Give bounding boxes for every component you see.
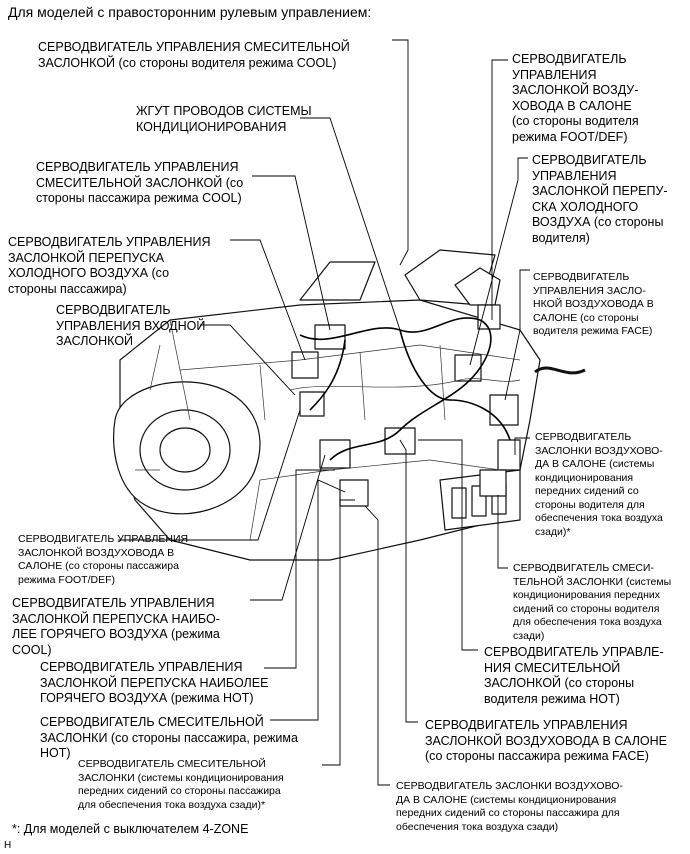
servo-6 (384, 427, 416, 455)
label-hot-bypass-cool: СЕРВОДВИГАТЕЛЬ УПРАВЛЕНИЯ ЗАСЛОНКОЙ ПЕРЕ… (12, 596, 220, 657)
page-header: Для моделей с правосторонним рулевым упр… (8, 4, 372, 20)
leader-cold-bypass-driver (469, 157, 528, 366)
label-mix-front-pass: СЕРВОДВИГАТЕЛЬ СМЕСИТЕЛЬНОЙ ЗАСЛОНКИ (си… (78, 758, 284, 811)
leader-duct-driver-footdef (491, 59, 508, 320)
figure-code: H (4, 840, 12, 851)
label-duct-driver-face: СЕРВОДВИГАТЕЛЬ УПРАВЛЕНИЯ ЗАСЛО- НКОЙ ВО… (533, 271, 654, 337)
footnote: *: Для моделей с выключателем 4-ZONE (12, 822, 249, 836)
leader-duct-front-driver (514, 437, 530, 455)
label-duct-driver-footdef: СЕРВОДВИГАТЕЛЬ УПРАВЛЕНИЯ ЗАСЛОНКОЙ ВОЗД… (512, 52, 639, 144)
leader-mix-front-driver (497, 495, 508, 569)
label-cold-bypass-pass: СЕРВОДВИГАТЕЛЬ УПРАВЛЕНИЯ ЗАСЛОНКОЙ ПЕРЕ… (8, 235, 211, 296)
label-cold-bypass-driver: СЕРВОДВИГАТЕЛЬ УПРАВЛЕНИЯ ЗАСЛОНКОЙ ПЕРЕ… (532, 153, 668, 245)
wiring-harness (299, 317, 511, 461)
leader-mix-front-pass (322, 499, 355, 766)
leader-duct-front-pass (364, 505, 390, 786)
servo-2 (291, 351, 319, 379)
label-duct-front-driver: СЕРВОДВИГАТЕЛЬ ЗАСЛОНКИ ВОЗДУХОВО- ДА В … (535, 431, 663, 538)
label-duct-front-pass: СЕРВОДВИГАТЕЛЬ ЗАСЛОНКИ ВОЗДУХОВО- ДА В … (396, 780, 623, 833)
leader-cold-bypass-pass (230, 239, 306, 361)
leader-mix-driver-hot (418, 439, 478, 651)
label-mix-driver-cool: СЕРВОДВИГАТЕЛЬ УПРАВЛЕНИЯ СМЕСИТЕЛЬНОЙ З… (38, 40, 350, 70)
servo-11 (479, 469, 507, 497)
leader-mix-pass-cool (252, 175, 331, 331)
servo-4 (319, 439, 351, 469)
top-duct-right (454, 267, 501, 306)
leader-mix-pass (270, 479, 346, 721)
servo-7 (454, 354, 482, 382)
servo-3 (299, 391, 325, 417)
label-duct-driver-face2: СЕРВОДВИГАТЕЛЬ УПРАВЛЕНИЯ ЗАСЛОНКОЙ ВОЗД… (425, 718, 667, 763)
leader-duct-pass-footdef (118, 409, 301, 541)
leader-hot-bypass-cool (250, 454, 326, 601)
refrigerant-pipe (534, 366, 586, 375)
leader-harness (300, 117, 401, 331)
leader-mix-driver-cool (392, 39, 409, 266)
label-inlet: СЕРВОДВИГАТЕЛЬ УПРАВЛЕНИЯ ВХОДНОЙ ЗАСЛОН… (56, 303, 206, 348)
leader-hot-bypass-hot (264, 469, 335, 669)
servo-9 (489, 394, 519, 426)
top-duct-left (299, 261, 376, 301)
leader-inlet (200, 324, 296, 396)
servo-8 (477, 304, 501, 330)
label-mix-pass-cool: СЕРВОДВИГАТЕЛЬ УПРАВЛЕНИЯ СМЕСИТЕЛЬНОЙ З… (36, 160, 244, 205)
label-duct-pass-footdef: СЕРВОДВИГАТЕЛЬ УПРАВЛЕНИЯ ЗАСЛОНКОЙ ВОЗД… (18, 533, 189, 586)
leader-duct-driver-face2 (399, 439, 418, 723)
servo-5 (339, 479, 369, 507)
label-harness: ЖГУТ ПРОВОДОВ СИСТЕМЫ КОНДИЦИОНИРОВАНИЯ (136, 104, 312, 134)
leader-duct-driver-face (504, 269, 530, 401)
label-mix-driver-hot: СЕРВОДВИГАТЕЛЬ УПРАВЛЕ- НИЯ СМЕСИТЕЛЬНОЙ… (484, 645, 664, 706)
label-mix-pass: СЕРВОДВИГАТЕЛЬ СМЕСИТЕЛЬНОЙ ЗАСЛОНКИ (со… (40, 715, 298, 760)
servo-10 (497, 439, 521, 471)
label-mix-front-driver: СЕРВОДВИГАТЕЛЬ СМЕСИ- ТЕЛЬНОЙ ЗАСЛОНКИ (… (513, 562, 672, 642)
label-hot-bypass-hot: СЕРВОДВИГАТЕЛЬ УПРАВЛЕНИЯ ЗАСЛОНКОЙ ПЕРЕ… (40, 660, 269, 705)
